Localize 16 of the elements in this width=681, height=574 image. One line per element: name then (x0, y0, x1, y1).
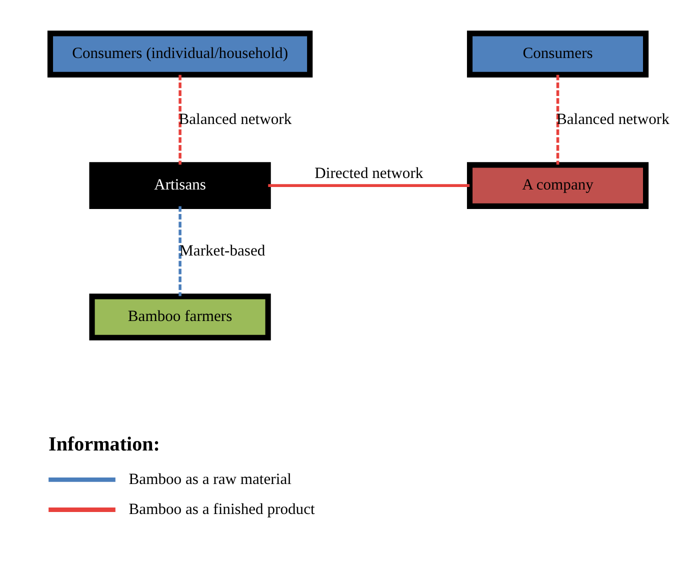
edge-label: Balanced network (178, 110, 292, 128)
connector (178, 206, 182, 296)
node-box: A company (466, 162, 649, 208)
connector (178, 74, 182, 164)
node-box: Bamboo farmers (89, 293, 271, 340)
node-box: Artisans (89, 162, 271, 208)
label: Information: (48, 433, 160, 456)
legend-label: Bamboo as a finished product (128, 500, 315, 518)
node-box: Consumers (individual/household) (47, 30, 313, 77)
legend-label: Bamboo as a raw material (128, 470, 292, 488)
edge-label: Directed network (314, 164, 424, 182)
connector (268, 184, 470, 186)
edge-label: Balanced network (556, 110, 670, 128)
connector (556, 74, 560, 164)
edge-label: Market-based (180, 242, 266, 259)
node-box: Consumers (466, 30, 649, 77)
